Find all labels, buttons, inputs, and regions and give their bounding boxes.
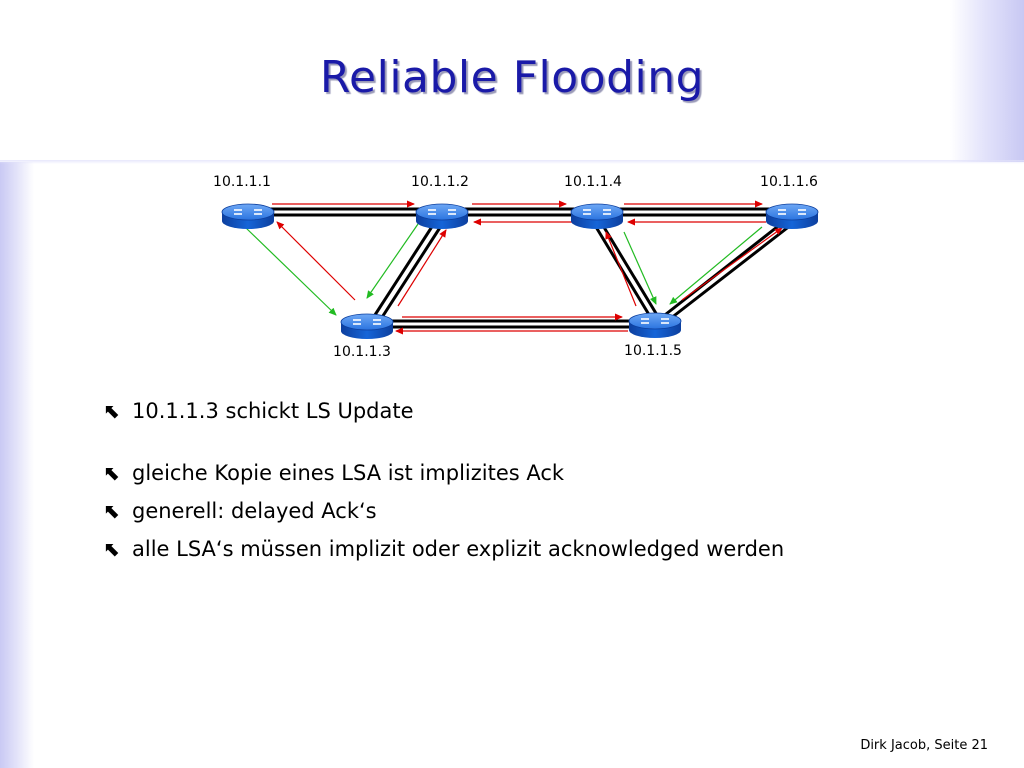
- bullet-item: ⬉ generell: delayed Ack‘s: [104, 496, 984, 526]
- router-icon: [221, 203, 275, 229]
- slide-title: Reliable Flooding: [319, 52, 705, 103]
- bullet-text: generell: delayed Ack‘s: [132, 499, 377, 523]
- bullet-item: ⬉ alle LSA‘s müssen implizit oder expliz…: [104, 534, 984, 564]
- link-3-5: [366, 319, 655, 329]
- router-icon: [570, 203, 624, 229]
- bullet-list: ⬉ 10.1.1.3 schickt LS Update ⬉ gleiche K…: [104, 396, 984, 564]
- bullet-text: gleiche Kopie eines LSA ist implizites A…: [132, 461, 565, 485]
- bullet-item: ⬉ 10.1.1.3 schickt LS Update: [104, 396, 984, 426]
- slide-footer: Dirk Jacob, Seite 21: [860, 738, 988, 753]
- node-label-6: 10.1.1.6: [760, 174, 818, 190]
- ack-arrow: [669, 226, 763, 305]
- router-node-4: [570, 203, 624, 229]
- link-2-3: [371, 221, 443, 323]
- curved-arrow-icon: ⬉: [104, 461, 121, 485]
- bullet-item: ⬉ gleiche Kopie eines LSA ist implizites…: [104, 458, 984, 488]
- curved-arrow-icon: ⬉: [104, 499, 121, 523]
- link-1-2: [250, 207, 440, 217]
- update-arrows: [272, 200, 783, 335]
- network-diagram: 10.1.1.1 10.1.1.2 10.1.1.4 10.1.1.6 10.1…: [213, 174, 819, 360]
- router-node-5: [628, 312, 682, 338]
- right-gradient-bar: [950, 0, 1024, 162]
- router-node-3: [340, 313, 394, 339]
- router-icon: [415, 203, 469, 229]
- ack-arrows: [244, 223, 763, 316]
- node-label-1: 10.1.1.1: [213, 174, 271, 190]
- update-arrow: [397, 229, 447, 307]
- header-separator: [0, 160, 1024, 164]
- node-label-2: 10.1.1.2: [411, 174, 469, 190]
- router-icon: [765, 203, 819, 229]
- curved-arrow-icon: ⬉: [104, 399, 121, 423]
- link-4-6: [596, 207, 792, 217]
- left-gradient-bar: [0, 162, 34, 768]
- router-node-2: [415, 203, 469, 229]
- node-label-4: 10.1.1.4: [564, 174, 622, 190]
- link-5-6: [660, 218, 792, 324]
- links: [250, 207, 792, 329]
- bullet-text: 10.1.1.3 schickt LS Update: [132, 399, 414, 423]
- update-arrow: [681, 227, 783, 301]
- ack-arrow: [244, 226, 337, 316]
- router-icon: [628, 312, 682, 338]
- node-label-5: 10.1.1.5: [624, 343, 682, 359]
- ack-arrow: [366, 223, 419, 299]
- node-label-3: 10.1.1.3: [333, 344, 391, 360]
- router-node-1: [221, 203, 275, 229]
- update-arrow: [276, 221, 356, 301]
- ack-arrow: [623, 231, 657, 305]
- router-node-6: [765, 203, 819, 229]
- curved-arrow-icon: ⬉: [104, 537, 121, 561]
- update-arrow: [605, 231, 637, 307]
- bullet-text: alle LSA‘s müssen implizit oder explizit…: [132, 537, 785, 561]
- router-icon: [340, 313, 394, 339]
